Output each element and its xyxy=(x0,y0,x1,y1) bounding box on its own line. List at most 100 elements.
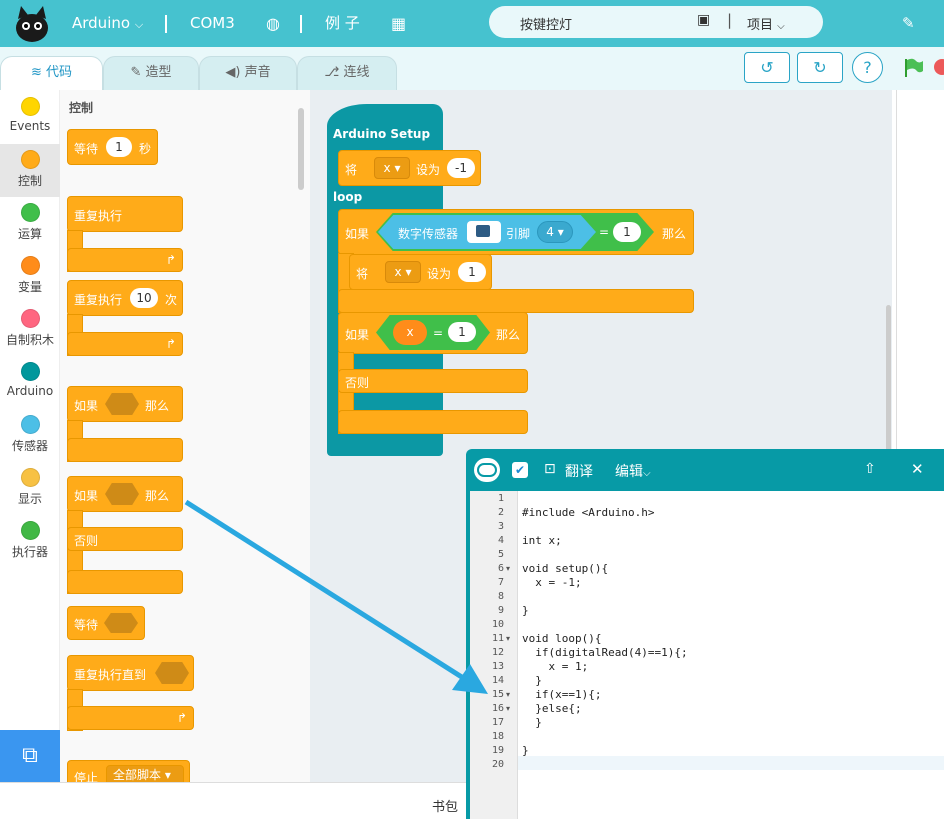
line-number: 19 xyxy=(491,745,504,756)
block-else: 否则 xyxy=(67,527,183,551)
compare-value-input[interactable]: 1 xyxy=(613,222,641,242)
brush-icon: ✎ xyxy=(130,65,142,80)
palette-scrollbar[interactable] xyxy=(298,108,304,190)
auto-translate-checkbox[interactable]: ✔ xyxy=(512,462,528,478)
fold-toggle-icon[interactable]: ▾ xyxy=(506,634,511,643)
terminal-icon[interactable]: ⊡ xyxy=(544,461,556,477)
project-name[interactable]: 按键控灯 xyxy=(520,18,573,33)
stop-option-dropdown[interactable]: 全部脚本 ▾ xyxy=(106,765,184,782)
fold-toggle-icon[interactable]: ▾ xyxy=(506,704,511,713)
block-text: 设为 xyxy=(427,267,452,281)
port-select[interactable]: COM3 xyxy=(190,14,235,32)
line-number: 17 xyxy=(491,717,504,728)
chevron-down-icon: ⌵ xyxy=(134,18,144,31)
block-text: 如果 xyxy=(345,227,370,241)
add-extension-button[interactable]: ⧉ xyxy=(0,730,60,782)
category-operators[interactable]: 运算 xyxy=(0,197,60,250)
green-flag-icon[interactable] xyxy=(902,57,924,79)
fold-toggle-icon[interactable]: ▾ xyxy=(506,690,511,699)
line-number: 12 xyxy=(491,647,504,658)
category-label: Events xyxy=(9,119,51,133)
category-variables[interactable]: 变量 xyxy=(0,250,60,303)
boolean-slot[interactable] xyxy=(105,483,139,505)
block-stop[interactable]: 停止 全部脚本 ▾ xyxy=(67,760,190,782)
variable-reporter[interactable]: x xyxy=(393,320,427,345)
workspace-scrollbar[interactable] xyxy=(886,305,891,455)
category-label: 执行器 xyxy=(11,545,48,559)
redo-button[interactable]: ↻ xyxy=(797,52,843,83)
edit-menu[interactable]: 编辑⌵ xyxy=(615,461,651,481)
category-label: Arduino xyxy=(6,384,54,398)
divider: | xyxy=(727,11,733,29)
category-events[interactable]: Events xyxy=(0,91,60,144)
wait-seconds-input[interactable]: 1 xyxy=(106,137,132,157)
examples-button[interactable]: 例 子 xyxy=(325,14,360,32)
block-text: 设为 xyxy=(416,163,441,177)
top-bar: Arduino ⌵ COM3 ◍ 例 子 ▦ 按键控灯 ▣ | 项目 ⌵ ✎ xyxy=(0,0,944,47)
chip-icon[interactable]: ▦ xyxy=(391,14,407,33)
sensor-image-icon[interactable] xyxy=(467,221,501,243)
category-my-blocks[interactable]: 自制积木 xyxy=(0,303,60,356)
code-line: } xyxy=(522,744,529,757)
boolean-slot[interactable] xyxy=(155,662,189,684)
board-label: Arduino xyxy=(72,14,131,32)
code-line: } xyxy=(522,674,542,687)
tab-code[interactable]: ≋ 代码 xyxy=(0,56,103,91)
boolean-slot[interactable] xyxy=(105,393,139,415)
category-actuators[interactable]: 执行器 xyxy=(0,515,60,568)
language-globe-icon[interactable]: ◍ xyxy=(266,14,280,33)
block-text: 如果 xyxy=(74,399,99,413)
close-icon[interactable]: ✕ xyxy=(911,460,924,478)
value-input[interactable]: 1 xyxy=(458,262,486,282)
category-dot xyxy=(20,203,40,222)
board-select[interactable]: Arduino ⌵ xyxy=(72,0,143,48)
tab-sounds[interactable]: ◀) 声音 xyxy=(199,56,297,90)
upload-icon[interactable]: ⇧ xyxy=(864,461,876,477)
edit-pencil-icon[interactable]: ✎ xyxy=(902,14,915,32)
then-label: 那么 xyxy=(662,227,687,241)
compare-value-input[interactable]: 1 xyxy=(448,322,476,342)
category-arduino[interactable]: Arduino xyxy=(0,356,60,409)
category-control[interactable]: 控制 xyxy=(0,144,60,197)
code-blocks-icon: ≋ xyxy=(30,65,42,80)
save-icon[interactable]: ▣ xyxy=(697,12,711,28)
tab-code-label: 代码 xyxy=(46,65,73,80)
boolean-slot[interactable] xyxy=(104,613,138,633)
block-repeat[interactable]: 重复执行 10 次 xyxy=(67,280,183,316)
block-text: 将 xyxy=(345,163,358,177)
value-input[interactable]: -1 xyxy=(447,158,475,178)
help-icon[interactable]: ? xyxy=(852,52,883,83)
code-line: void loop(){ xyxy=(522,632,602,645)
code-line: x = -1; xyxy=(522,576,582,589)
project-menu[interactable]: 项目 ⌵ xyxy=(747,14,785,33)
fold-toggle-icon[interactable]: ▾ xyxy=(506,564,511,573)
category-dot xyxy=(20,362,40,381)
backpack-button[interactable]: 书包 xyxy=(432,800,459,815)
variable-dropdown[interactable]: x ▾ xyxy=(374,157,410,179)
variable-dropdown[interactable]: x ▾ xyxy=(385,261,421,283)
undo-button[interactable]: ↺ xyxy=(744,52,790,83)
block-if[interactable]: 如果 那么 xyxy=(67,386,183,422)
tab-costumes[interactable]: ✎ 造型 xyxy=(103,56,199,90)
category-sensors[interactable]: 传感器 xyxy=(0,409,60,462)
palette-section-title: 控制 xyxy=(69,101,94,115)
block-text: 否则 xyxy=(345,376,370,390)
block-set-variable[interactable]: 将 x ▾ 设为 -1 xyxy=(338,150,481,186)
line-number: 20 xyxy=(491,759,504,770)
block-if-foot xyxy=(67,438,183,462)
block-wait[interactable]: 等待 1 秒 xyxy=(67,129,158,165)
block-forever[interactable]: 重复执行 xyxy=(67,196,183,232)
block-if-else[interactable]: 如果 那么 xyxy=(67,476,183,512)
line-number: 7 xyxy=(497,577,504,588)
tab-wiring[interactable]: ⎇ 连线 xyxy=(297,56,397,90)
stop-icon[interactable] xyxy=(934,59,944,75)
pin-dropdown[interactable]: 4 ▾ xyxy=(537,221,573,243)
translate-button[interactable]: 翻译 xyxy=(565,464,593,480)
block-set-variable[interactable]: 将 x ▾ 设为 1 xyxy=(349,254,492,290)
repeat-count-input[interactable]: 10 xyxy=(130,288,158,308)
category-display[interactable]: 显示 xyxy=(0,462,60,515)
block-wait-until[interactable]: 等待 xyxy=(67,606,145,640)
block-repeat-until[interactable]: 重复执行直到 xyxy=(67,655,194,691)
